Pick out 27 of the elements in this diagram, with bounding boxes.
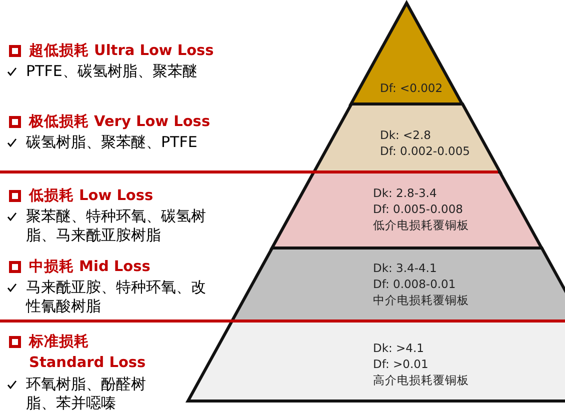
pyramid-tier	[272, 172, 542, 248]
level-heading: 极低损耗 Very Low Loss	[29, 112, 210, 132]
tier-text: Dk: >4.1	[373, 340, 425, 356]
level-heading: 超低损耗 Ultra Low Loss	[29, 42, 214, 61]
tier-text: Df: 0.005-0.008	[372, 201, 464, 217]
tier-text: Df: 0.008-0.01	[372, 276, 457, 292]
material-list: 环氧树脂、酚醛树脂、苯并噁嗪	[26, 375, 148, 413]
material-list: PTFE、碳氢树脂、聚苯醚	[26, 62, 276, 81]
tier-text: Df: 0.002-0.005	[380, 143, 470, 159]
material-list: 马来酰亚胺、特种环氧、改性氰酸树脂	[26, 278, 208, 316]
material-list: 聚苯醚、特种环氧、碳氢树脂、马来酰亚胺树脂	[26, 207, 208, 245]
tier-text: Dk: 2.8-3.4	[372, 185, 438, 201]
material-list: 碳氢树脂、聚苯醚、PTFE	[26, 133, 276, 152]
pyramid-tier	[314, 104, 500, 172]
level-heading: 中损耗 Mid Loss	[29, 258, 150, 277]
tier-text: 中介电损耗覆铜板	[372, 292, 469, 308]
level-heading: 标准损耗 Standard Loss	[29, 332, 147, 373]
tier-text: Dk: 3.4-4.1	[372, 260, 438, 276]
pyramid-tier	[232, 248, 565, 321]
pyramid-tier	[351, 3, 463, 104]
level-heading: 低损耗 Low Loss	[29, 186, 154, 206]
tier-text: Df: >0.01	[373, 356, 430, 372]
tier-text: Df: <0.002	[380, 80, 443, 96]
tier-text: Dk: <2.8	[380, 127, 432, 143]
pyramid-tier	[188, 321, 565, 401]
tier-text: 高介电损耗覆铜板	[373, 372, 469, 388]
tier-text: 低介电损耗覆铜板	[372, 217, 469, 233]
